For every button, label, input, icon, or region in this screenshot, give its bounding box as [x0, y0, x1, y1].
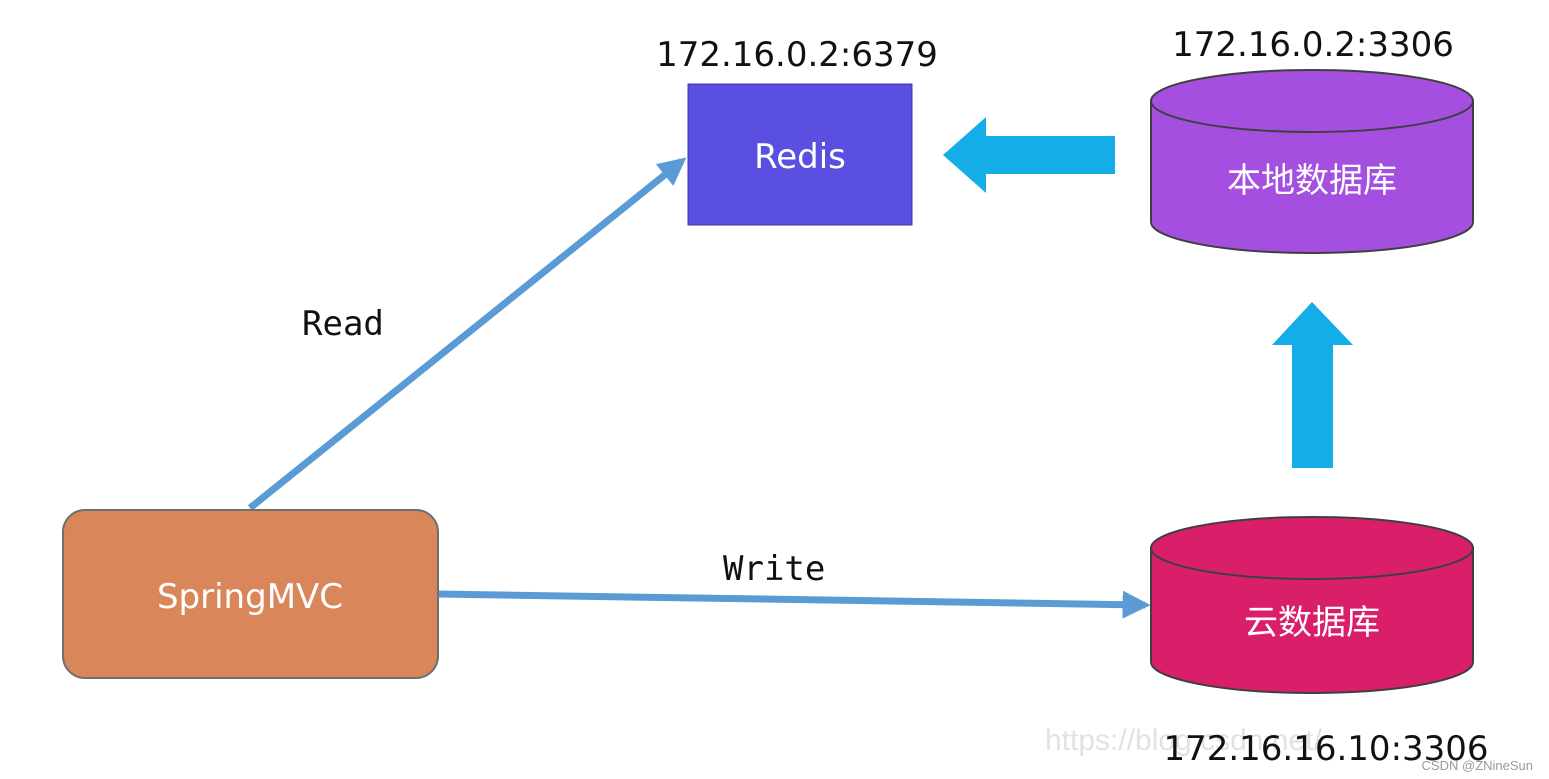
- cloud-database-cylinder-body: [1150, 547, 1474, 694]
- read-label: Read: [302, 304, 384, 344]
- springmvc-node: SpringMVC: [62, 509, 439, 679]
- csdn-watermark: CSDN @ZNineSun: [1422, 758, 1533, 773]
- redis-box: [687, 83, 913, 226]
- cloud-database-address: 172.16.16.10:3306: [1163, 729, 1488, 769]
- left-block-arrow: [943, 117, 1115, 193]
- springmvc-box: [62, 509, 439, 679]
- local-database-label: 本地数据库: [1227, 161, 1397, 201]
- cloud-database-node: 云数据库: [1150, 516, 1474, 694]
- springmvc-label: SpringMVC: [157, 577, 343, 617]
- local-database-address: 172.16.0.2:3306: [1172, 25, 1454, 65]
- redis-label: Redis: [754, 137, 846, 177]
- write-edge: Write: [437, 549, 1151, 619]
- redis-node: 172.16.0.2:6379 Redis: [656, 35, 938, 226]
- write-label: Write: [723, 549, 825, 589]
- cloud-database-cylinder-top: [1150, 516, 1474, 580]
- read-arrow: [247, 157, 687, 511]
- redis-address: 172.16.0.2:6379: [656, 35, 938, 75]
- write-arrow: [437, 590, 1151, 619]
- cloud-database-label: 云数据库: [1244, 603, 1380, 643]
- local-database-cylinder-top: [1150, 69, 1474, 133]
- read-edge: Read: [247, 157, 687, 511]
- up-block-arrow: [1272, 302, 1353, 468]
- local-database-cylinder-body: [1150, 100, 1474, 254]
- local-database-node: 172.16.0.2:3306 本地数据库: [1150, 25, 1474, 254]
- faint-watermark: https://blog.csdn.net/: [1045, 724, 1323, 757]
